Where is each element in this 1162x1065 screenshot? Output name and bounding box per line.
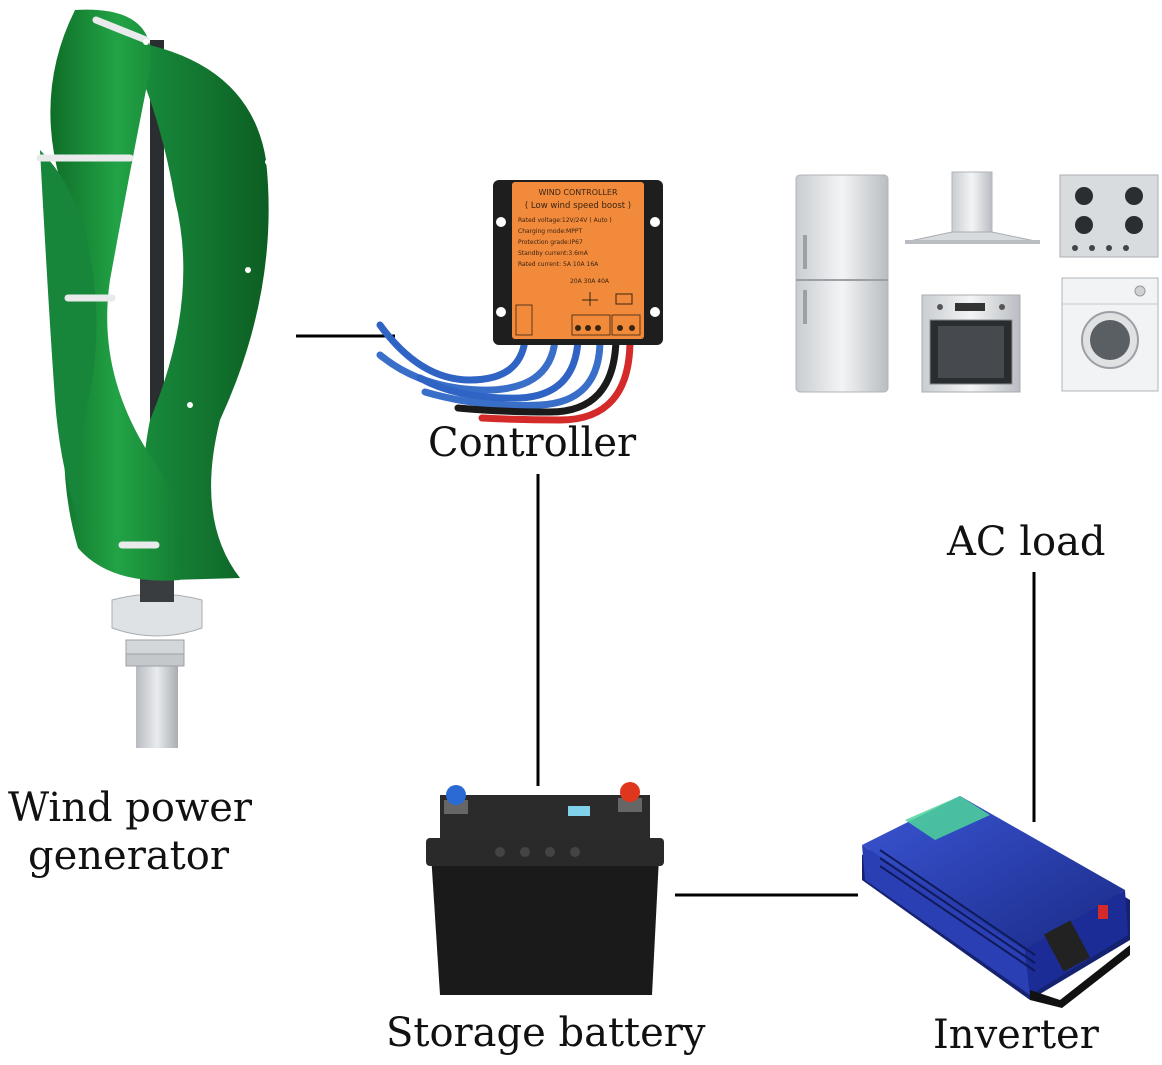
wind-power-generator-label: Wind power generator — [8, 784, 252, 880]
controller-spec-line: 20A 30A 40A — [570, 278, 610, 285]
controller-panel-subtitle: ( Low wind speed boost ) — [525, 201, 631, 211]
appliances-illustration — [795, 171, 1159, 393]
wind-label-line1: Wind power — [8, 785, 253, 831]
cooktop-icon — [1059, 174, 1159, 258]
oven-icon — [921, 294, 1021, 393]
wind-label-line2: generator — [28, 833, 229, 879]
controller-spec-line: Standby current:3.6mA — [518, 250, 589, 257]
storage-battery-label: Storage battery — [386, 1010, 706, 1056]
ac-load-label: AC load — [947, 519, 1106, 565]
battery-glyph-icon — [615, 293, 633, 305]
controller-spec-line: Rated voltage:12V/24V ( Auto ) — [518, 217, 612, 224]
refrigerator-icon — [795, 174, 889, 393]
controller-panel-title: WIND CONTROLLER — [538, 188, 618, 197]
inverter-label: Inverter — [933, 1012, 1099, 1058]
controller-illustration: WIND CONTROLLER ( Low wind speed boost )… — [376, 180, 663, 424]
controller-spec-line: Protection grade:IP67 — [518, 239, 583, 246]
wind-turbine-illustration — [36, 9, 271, 748]
inverter-illustration — [862, 796, 1130, 1008]
turbine-glyph-icon — [582, 292, 598, 306]
connection-lines — [296, 334, 1036, 897]
controller-spec-line: Charging mode:MPPT — [518, 228, 582, 235]
controller-spec-line: Rated current: 5A 10A 16A — [518, 261, 599, 268]
controller-label: Controller — [428, 420, 637, 466]
negative-terminal-icon — [444, 785, 468, 814]
positive-terminal-icon — [618, 782, 642, 812]
range-hood-icon — [904, 171, 1041, 244]
washing-machine-icon — [1061, 277, 1159, 392]
battery-illustration — [426, 782, 664, 995]
